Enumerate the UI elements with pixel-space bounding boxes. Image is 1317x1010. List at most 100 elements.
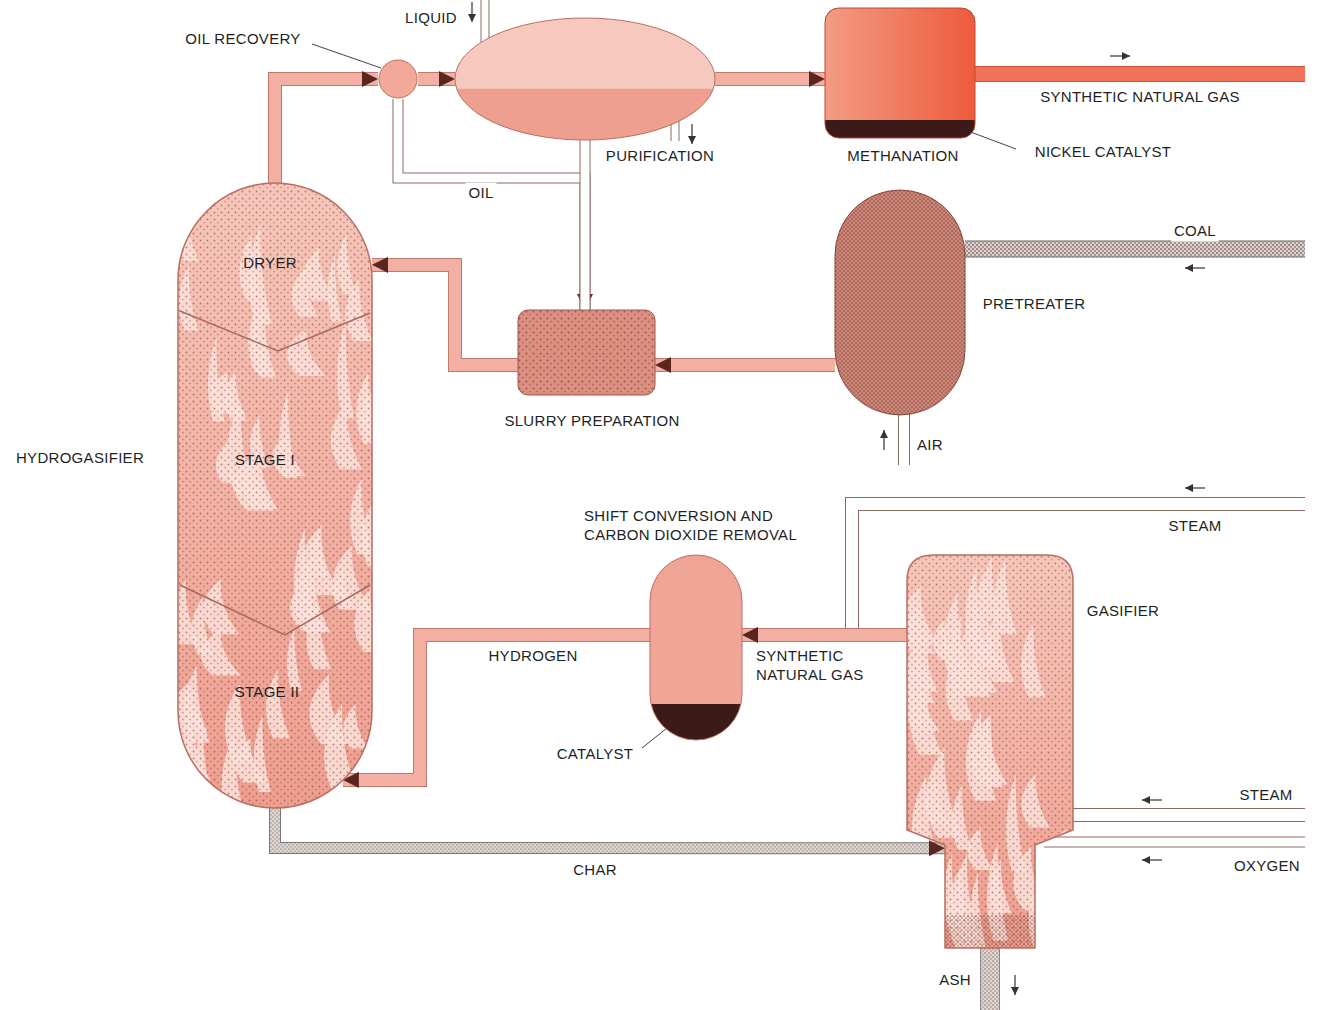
stream-label: ASH (936, 970, 974, 991)
pipe-connector (742, 634, 907, 635)
flow-arrow (1110, 55, 1130, 56)
gasifier-vessel-outline (907, 555, 1073, 948)
flow-arrow (1142, 859, 1162, 860)
stream-label: NICKEL CATALYST (1032, 142, 1174, 163)
pipe-fill (275, 79, 378, 183)
flow-arrow (1014, 975, 1015, 995)
stream-label: SYNTHETIC NATURAL GAS (1037, 87, 1243, 108)
liquid-pipe (482, 0, 489, 42)
coal-feed-pipe (965, 241, 1305, 258)
pipe-connector (715, 78, 825, 79)
arrow-head (715, 78, 825, 79)
leader-line (642, 728, 667, 748)
pipe-connector (418, 79, 455, 80)
hydrogasifier-vessel: HYDROGASIFIERDRYERSTAGE ISTAGE II (178, 183, 372, 808)
vessel-label: GASIFIER (1087, 602, 1159, 621)
flow-arrow (691, 124, 692, 144)
stream-label: AIR (914, 435, 946, 456)
slurry-tank-outline (518, 310, 655, 395)
stream-label: OXYGEN (1231, 856, 1303, 877)
flame-texture (1034, 881, 1054, 950)
flow-arrow (1185, 487, 1205, 488)
hydrogasifier-vessel-outline (178, 183, 372, 808)
flow-arrow (1185, 267, 1205, 268)
ash-pipe (981, 946, 999, 1010)
oil-recovery-separator-outline (378, 59, 418, 99)
stream-label: LIQUID (402, 8, 460, 29)
pipe-connector (343, 635, 650, 780)
pipe-fill (715, 73, 825, 85)
pretreater-vessel-outline (835, 190, 965, 415)
methanation-reactor: METHANATION (825, 8, 975, 138)
gas-output-pipe (975, 66, 1305, 82)
steam-pipe (1071, 808, 1305, 822)
arrow-head (655, 364, 835, 365)
stream-label: CATALYST (554, 744, 637, 765)
purification-vessel-outline (455, 18, 715, 140)
gasifier-vessel: GASIFIER (907, 555, 1073, 948)
pipe-label: SYNTHETIC NATURAL GAS (753, 646, 899, 686)
vessel-label: SHIFT CONVERSION AND CARBON DIOXIDE REMO… (584, 507, 824, 545)
pipe-label: CHAR (570, 860, 620, 881)
oxygen-pipe (1044, 838, 1305, 847)
stage-label: DRYER (243, 254, 297, 273)
pipe-fill (372, 265, 518, 365)
pipe-fill (275, 808, 945, 848)
vessel-label: PURIFICATION (606, 147, 714, 166)
coal-texture (965, 242, 1305, 257)
pipe-connector (655, 364, 835, 365)
vessel-label: SLURRY PREPARATION (504, 412, 679, 431)
pipe-outline (742, 628, 907, 642)
pipe-fill (742, 629, 907, 641)
vessel-label: HYDROGASIFIER (16, 449, 144, 468)
leader-line (312, 44, 381, 68)
pipe-connector (584, 140, 585, 310)
stage-label: STAGE II (235, 683, 300, 702)
stream-label: STEAM (1236, 785, 1295, 806)
arrow-head (275, 79, 378, 183)
gas-output-pipe (975, 67, 1305, 81)
arrow-head (584, 140, 585, 310)
oil-recovery-separator: OIL RECOVERY (378, 59, 418, 99)
arrow-head (372, 265, 518, 365)
steam-pipe (1071, 809, 1305, 821)
pipe-outline (275, 79, 378, 183)
oxygen-pipe (1044, 837, 1305, 848)
pipe-fill (343, 635, 650, 780)
vessel-label: PRETREATER (983, 295, 1086, 314)
ash-pipe (980, 946, 1000, 1010)
air-pipe (898, 413, 910, 465)
stage-label: STAGE I (235, 451, 295, 470)
pipe-fill (418, 73, 455, 85)
pipe-outline (715, 72, 825, 86)
pipe-outline (343, 635, 650, 780)
pipe-outline (655, 358, 835, 372)
slurry-tank: SLURRY PREPARATION (518, 310, 655, 395)
flow-arrow (883, 430, 884, 450)
pipe-fill (655, 359, 835, 371)
vessel-label: METHANATION (847, 147, 958, 166)
pipe-outline (418, 72, 455, 86)
shift-reactor-outline (650, 555, 742, 740)
pipe-label: HYDROGEN (485, 646, 580, 667)
arrow-head (418, 79, 455, 80)
methanation-reactor-outline (825, 8, 975, 138)
stream-label: COAL (1171, 221, 1219, 242)
flow-arrow (1142, 799, 1162, 800)
liquid-pipe (481, 0, 490, 42)
pipe-outline (579, 140, 590, 310)
pipe-label: OIL (465, 183, 496, 204)
pipe-outline (275, 808, 945, 848)
shift-reactor: SHIFT CONVERSION AND CARBON DIOXIDE REMO… (650, 555, 742, 740)
pipe-connector (275, 79, 378, 183)
arrow-head (275, 808, 945, 848)
coal-feed-pipe (965, 242, 1305, 257)
pipe-fill (580, 140, 589, 310)
pipe-connector (372, 265, 518, 365)
pretreater-vessel: PRETREATER (835, 190, 965, 415)
flow-arrow (471, 2, 472, 22)
arrow-head (343, 635, 650, 780)
pipe-outline (372, 265, 518, 365)
arrow-head (742, 634, 907, 635)
ash-texture (981, 946, 999, 1010)
